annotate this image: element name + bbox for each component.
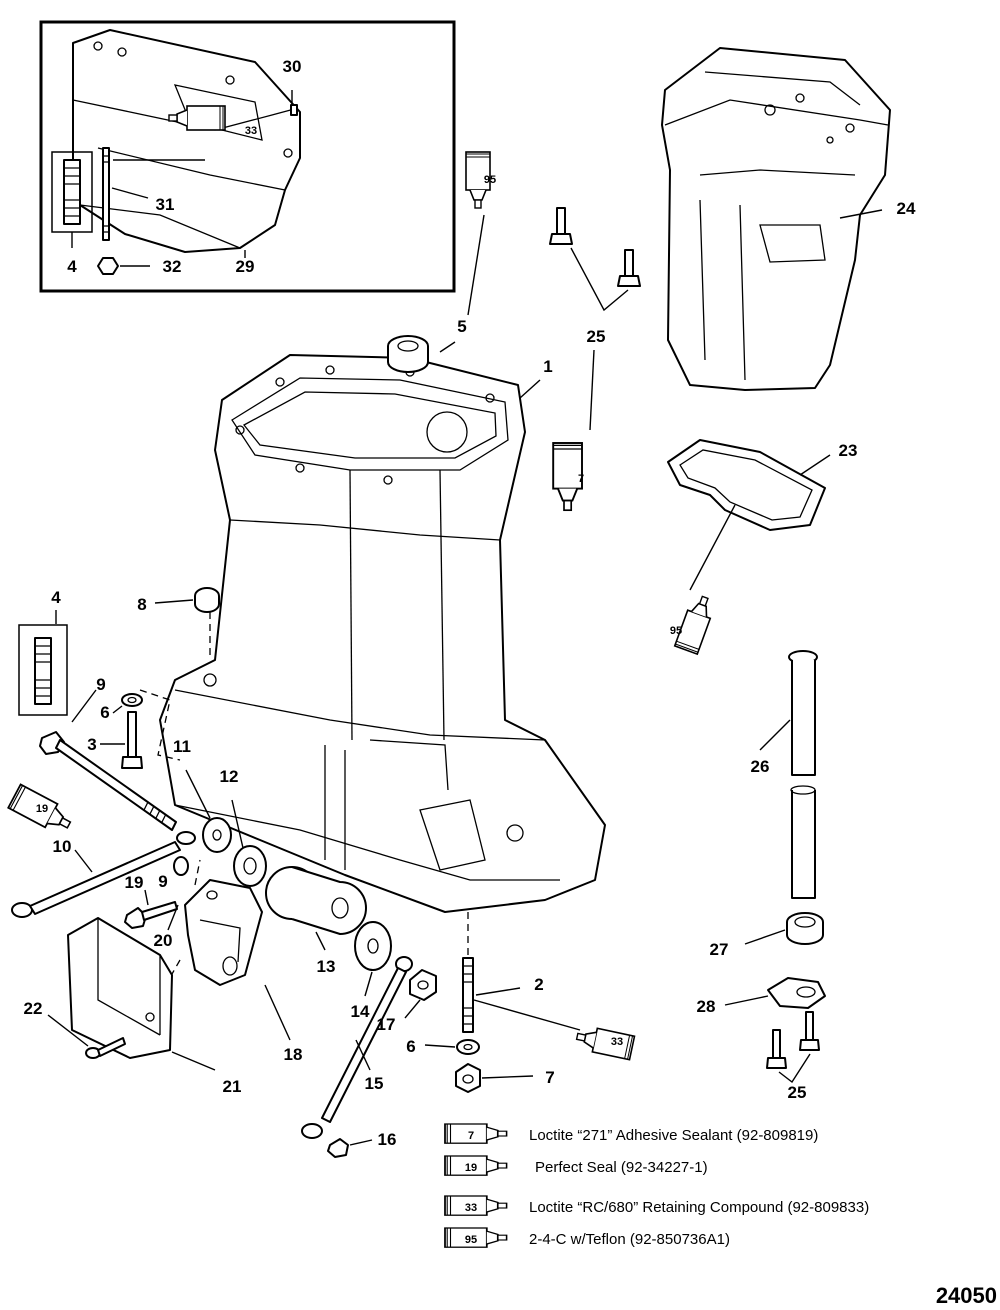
tube-19-label: 19	[36, 803, 48, 815]
legend-row-95-code: 95	[465, 1234, 477, 1246]
bolt-25-upper-left	[549, 207, 573, 245]
legend: 7 Loctite “271” Adhesive Sealant (92-809…	[444, 1123, 869, 1249]
callout-31: 31	[156, 195, 175, 214]
callout-19: 19	[125, 873, 144, 892]
callout-18: 18	[284, 1045, 303, 1064]
callout-25-upper: 25	[587, 327, 606, 346]
callout-13: 13	[317, 957, 336, 976]
nut-17	[409, 969, 437, 1001]
callout-30: 30	[283, 57, 302, 76]
washer-14	[354, 921, 392, 971]
figure-number: 24050	[936, 1283, 997, 1308]
ground-strap-10	[11, 831, 196, 918]
legend-row-7-code: 7	[468, 1130, 474, 1142]
plug-8	[194, 587, 220, 613]
inset-long-stud	[102, 147, 110, 241]
callout-9-upper: 9	[96, 675, 105, 694]
callout-8: 8	[137, 595, 146, 614]
callout-4-left: 4	[51, 588, 61, 607]
bolt-19	[124, 901, 178, 929]
callout-2: 2	[534, 975, 543, 994]
stud-detail-4	[18, 624, 68, 716]
callout-6-upper: 6	[100, 703, 109, 722]
legend-row-33-text: Loctite “RC/680” Retaining Compound (92-…	[529, 1199, 869, 1216]
washer-20	[173, 856, 189, 876]
callout-29: 29	[236, 257, 255, 276]
gasket-23	[667, 439, 826, 531]
bolt-25-upper-right	[617, 249, 641, 287]
legend-row-7-text: Loctite “271” Adhesive Sealant (92-80981…	[529, 1127, 818, 1144]
rubber-mount-13	[265, 866, 367, 935]
legend-row-33-code: 33	[465, 1202, 477, 1214]
nut-7	[455, 1063, 481, 1093]
washer-12	[233, 845, 267, 887]
callout-9-lower: 9	[158, 872, 167, 891]
callout-7: 7	[545, 1068, 554, 1087]
callout-32: 32	[163, 257, 182, 276]
tube-95-right-label: 95	[670, 625, 682, 637]
stud-2	[462, 957, 474, 1033]
legend-row-19-code: 19	[465, 1162, 477, 1174]
callout-28: 28	[697, 997, 716, 1016]
washer-6-lower	[456, 1039, 480, 1055]
callout-27: 27	[710, 940, 729, 959]
callout-10: 10	[53, 837, 72, 856]
bolt-3	[121, 711, 143, 769]
tube-95-top-label: 95	[484, 174, 496, 186]
callout-5: 5	[457, 317, 466, 336]
callout-25-lower: 25	[788, 1083, 807, 1102]
driveshaft-housing	[159, 354, 606, 913]
ground-strap-15	[301, 956, 413, 1139]
callout-16: 16	[378, 1130, 397, 1149]
tube-33-lower-label: 33	[611, 1036, 623, 1048]
tube-95-right	[673, 592, 718, 655]
cover-21	[67, 917, 173, 1059]
inset-frame	[39, 20, 456, 293]
water-tube-guide-28	[767, 977, 826, 1009]
callout-6-lower: 6	[406, 1037, 415, 1056]
tube-33-inset-label: 33	[245, 125, 257, 137]
screw-22	[85, 1037, 126, 1059]
callout-4-inset: 4	[67, 257, 77, 276]
washer-11	[202, 817, 232, 853]
callout-24: 24	[897, 199, 916, 218]
legend-row-33: 33 Loctite “RC/680” Retaining Compound (…	[444, 1195, 869, 1217]
washer-6-upper	[121, 693, 143, 707]
callout-12: 12	[220, 767, 239, 786]
callout-15: 15	[365, 1074, 384, 1093]
screw-16	[327, 1138, 349, 1158]
callout-21: 21	[223, 1077, 242, 1096]
bracket-18	[184, 879, 263, 986]
inset-pin	[290, 104, 298, 116]
legend-row-95: 95 2-4-C w/Teflon (92-850736A1)	[444, 1227, 730, 1249]
callout-17: 17	[377, 1015, 396, 1034]
callout-3: 3	[87, 735, 96, 754]
seal-27	[786, 912, 824, 945]
tube-33-lower	[573, 1023, 636, 1061]
grommet-5	[387, 335, 429, 373]
callout-26: 26	[751, 757, 770, 776]
legend-row-19: 19 Perfect Seal (92-34227-1)	[444, 1155, 708, 1177]
inset-stud-detail	[51, 151, 93, 233]
callout-22: 22	[24, 999, 43, 1018]
callout-1: 1	[543, 357, 552, 376]
bolt-25-lower-right	[799, 1011, 820, 1051]
legend-row-19-text: Perfect Seal (92-34227-1)	[535, 1159, 708, 1176]
callout-23: 23	[839, 441, 858, 460]
inset-nut	[97, 257, 119, 275]
water-tube-26	[788, 650, 818, 899]
callout-14: 14	[351, 1002, 370, 1021]
tube-7-center-label: 7	[578, 473, 584, 485]
legend-row-95-text: 2-4-C w/Teflon (92-850736A1)	[529, 1231, 730, 1248]
callout-20: 20	[154, 931, 173, 950]
legend-row-7: 7 Loctite “271” Adhesive Sealant (92-809…	[444, 1123, 818, 1145]
callout-11: 11	[173, 737, 191, 756]
bolt-25-lower-left	[766, 1029, 787, 1069]
long-bolt-9	[39, 731, 177, 831]
exhaust-adapter	[661, 47, 891, 391]
